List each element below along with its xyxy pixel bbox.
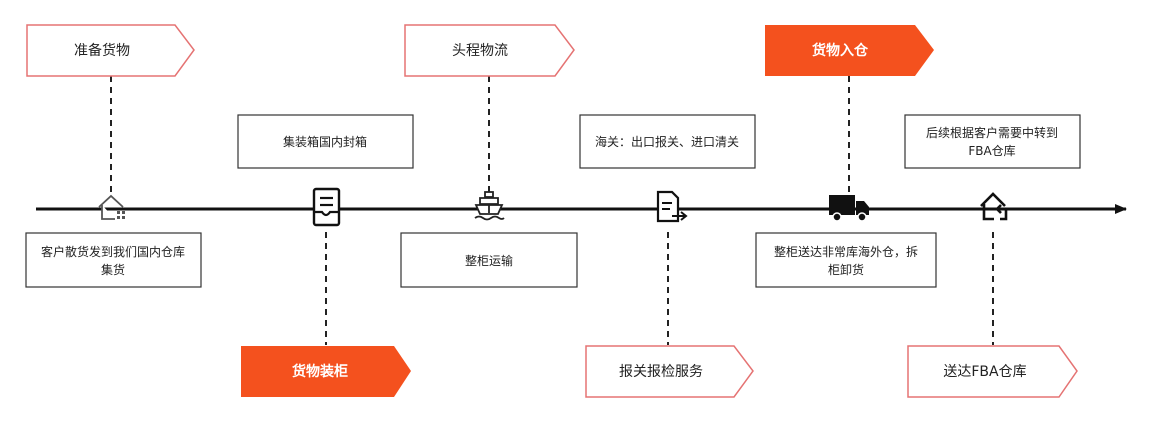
note-warehouse-line-2: 柜卸货 (828, 262, 864, 277)
step-arrow-load: 货物装柜 (241, 346, 411, 397)
truck-icon (829, 195, 869, 222)
step-arrow-fba: 送达FBA仓库 (907, 345, 1078, 398)
note-box-fba: 后续根据客户需要中转到 FBA仓库 (904, 114, 1081, 169)
note-box-prepare: 客户散货发到我们国内仓库 集货 (25, 232, 202, 288)
step-label-prepare: 准备货物 (74, 42, 130, 59)
note-shipping-line-1: 整柜运输 (465, 253, 513, 268)
note-box-warehouse: 整柜送达非常库海外仓，拆 柜卸货 (755, 232, 937, 288)
note-box-shipping: 整柜运输 (400, 232, 578, 288)
note-box-customs: 海关：出口报关、进口清关 (579, 114, 756, 169)
step-arrow-customs: 报关报检服务 (585, 345, 754, 398)
note-customs-line-1: 海关：出口报关、进口清关 (595, 134, 739, 149)
note-prepare-line-2: 集货 (101, 262, 125, 277)
step-arrow-prepare: 准备货物 (26, 24, 195, 77)
ship-icon (474, 191, 505, 221)
note-load-line-1: 集装箱国内封箱 (283, 134, 367, 149)
note-warehouse-line-1: 整柜送达非常库海外仓，拆 (774, 244, 918, 259)
note-prepare-line-1: 客户散货发到我们国内仓库 (41, 244, 185, 259)
step-label-warehouse: 货物入仓 (811, 42, 869, 59)
note-box-load: 集装箱国内封箱 (237, 114, 414, 169)
warehouse-icon (98, 194, 125, 220)
export-document-icon (656, 190, 688, 223)
note-fba-line-2: FBA仓库 (968, 143, 1015, 158)
step-label-load: 货物装柜 (291, 363, 348, 380)
step-label-shipping: 头程物流 (452, 43, 508, 59)
step-arrow-warehouse: 货物入仓 (765, 25, 934, 76)
note-fba-line-1: 后续根据客户需要中转到 (926, 125, 1058, 140)
return-home-icon (980, 192, 1008, 221)
connectors (110, 76, 994, 345)
step-label-customs: 报关报检服务 (619, 364, 703, 380)
step-arrow-shipping: 头程物流 (404, 24, 575, 77)
step-label-fba: 送达FBA仓库 (943, 364, 1026, 380)
document-icon (312, 187, 341, 227)
